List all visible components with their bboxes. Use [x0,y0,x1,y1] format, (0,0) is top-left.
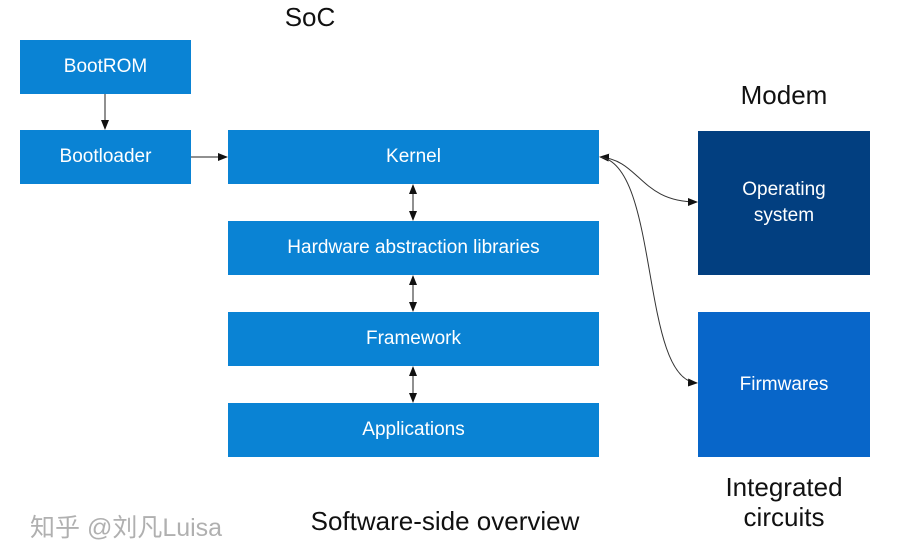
applications-box: Applications [228,403,599,457]
soc-title: SoC [284,2,336,32]
firmwares-box: Firmwares [698,312,870,457]
bootrom-box: BootROM [20,40,191,94]
arrow-kernel-os [599,153,698,206]
hal-box: Hardware abstraction libraries [228,221,599,275]
kernel-box: Kernel [228,130,599,184]
framework-box: Framework [228,312,599,366]
watermark: 知乎 @刘凡Luisa [30,514,223,542]
integrated-circuits-title: Integrated circuits [725,472,843,532]
footer-title: Software-side overview [310,506,580,536]
arrow-kernel-firmwares [599,156,698,387]
operating-system-box: Operating system [698,131,870,275]
modem-title: Modem [740,80,828,110]
bootloader-box: Bootloader [20,130,191,184]
